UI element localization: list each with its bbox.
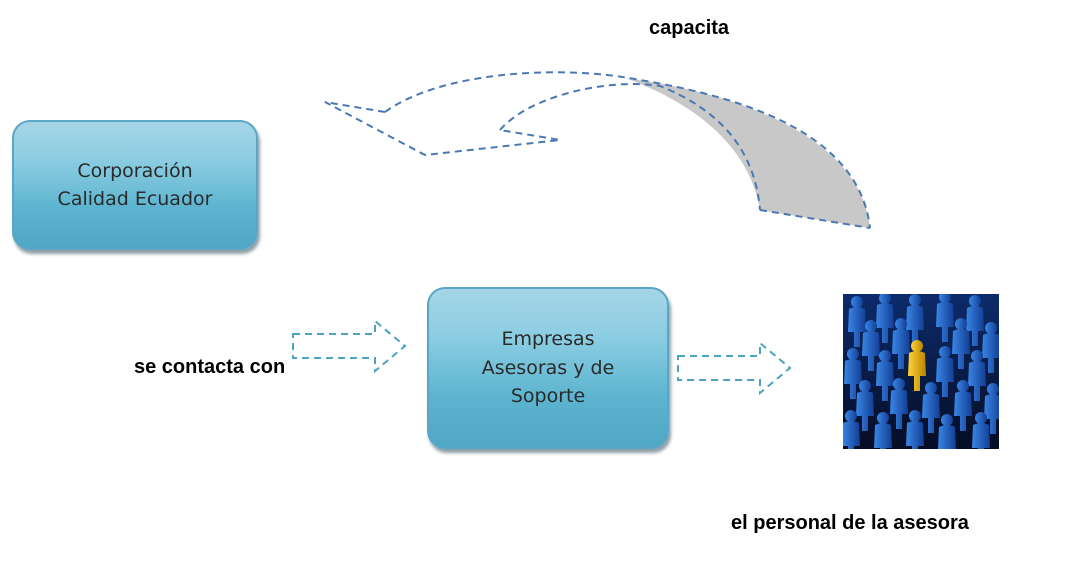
empresas-node: Empresas Asesoras y de Soporte (427, 287, 669, 449)
curved-arrow-outer-edge (384, 71, 871, 229)
curved-arrow-inner-edge (499, 83, 761, 211)
label-personal-asesora: el personal de la asesora (731, 512, 969, 534)
curved-arrow (324, 71, 871, 229)
empresas-line2: Asesoras y de (481, 356, 615, 379)
curved-arrow-head (324, 101, 561, 157)
label-se-contacta-con: se contacta con (134, 356, 286, 378)
corporacion-node: Corporación Calidad Ecuador (12, 120, 258, 250)
label-capacita: capacita (649, 17, 730, 39)
corporacion-line1: Corporación (77, 159, 193, 182)
curved-arrow-fill (625, 78, 870, 228)
curved-arrow-base (759, 209, 871, 229)
people-crowd-icon (843, 294, 999, 449)
empresas-line1: Empresas (501, 328, 595, 351)
block-arrow-personal (677, 340, 792, 396)
block-arrow-contacta (292, 318, 407, 374)
corporacion-line2: Calidad Ecuador (57, 188, 213, 210)
empresas-line3: Soporte (510, 385, 586, 408)
